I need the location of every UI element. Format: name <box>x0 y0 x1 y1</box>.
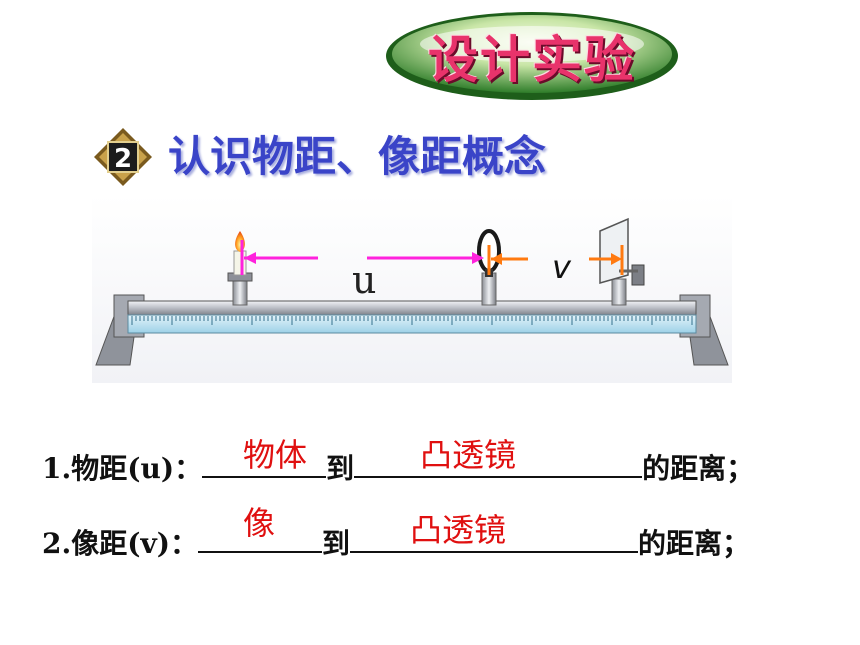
answer-lens: 凸透镜 <box>420 436 517 474</box>
definition-image-distance: 2.像距(v)： 到 的距离； <box>42 515 750 565</box>
definition-connector: 到 <box>326 452 355 485</box>
answer-image: 像 <box>243 504 276 542</box>
definition-suffix: 的距离； <box>642 452 755 485</box>
page-title: 设计实验 <box>428 30 636 89</box>
optical-bench-diagram <box>92 195 732 383</box>
answer-lens: 凸透镜 <box>410 511 507 549</box>
screen <box>599 217 645 306</box>
label-image-distance: v <box>552 248 571 286</box>
answer-blank <box>350 515 639 553</box>
definition-prefix: 2.像距(v)： <box>42 527 198 560</box>
section-heading: 认识物距、像距概念 <box>168 132 547 181</box>
definition-suffix: 的距离； <box>638 527 751 560</box>
answer-blank <box>198 515 322 553</box>
definition-connector: 到 <box>322 527 351 560</box>
answer-blank <box>354 440 643 478</box>
section-number-badge: 2 <box>94 128 152 186</box>
answer-object: 物体 <box>243 436 308 474</box>
definition-object-distance: 1.物距(u)： 到 的距离； <box>42 440 754 490</box>
answer-blank <box>202 440 327 478</box>
rail-scale-ticks <box>131 316 693 325</box>
label-object-distance: u <box>352 258 377 302</box>
image-distance-arrows <box>487 245 624 275</box>
definition-prefix: 1.物距(u)： <box>42 452 203 485</box>
object-distance-arrows <box>240 240 484 275</box>
title-badge <box>386 12 678 100</box>
section-number: 2 <box>114 144 132 174</box>
